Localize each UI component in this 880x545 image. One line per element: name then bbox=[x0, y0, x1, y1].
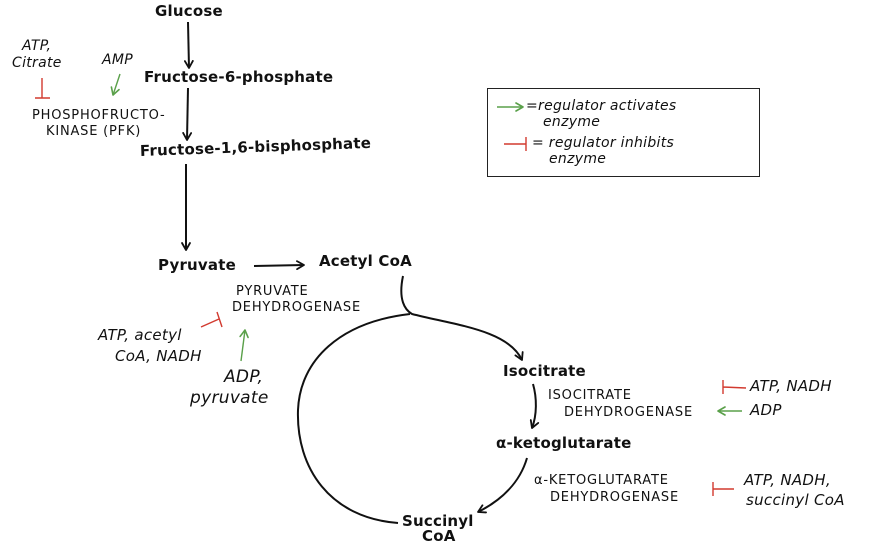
enzyme-pdh: PYRUVATE bbox=[236, 284, 309, 299]
regulator-idh-inhibitor: ATP, NADH bbox=[750, 377, 832, 395]
regulator-pdh-inhibitor-2: CoA, NADH bbox=[115, 347, 202, 365]
enzyme-pdh-2: DEHYDROGENASE bbox=[232, 300, 361, 315]
legend-activates-text-2: enzyme bbox=[543, 114, 601, 130]
regulator-pdh-inhibitor: ATP, acetyl bbox=[98, 326, 182, 344]
legend-inhibits-text: = regulator inhibits bbox=[532, 135, 675, 151]
pdh-activate-arrow bbox=[239, 329, 249, 362]
enzyme-pfk-2: KINASE (PFK) bbox=[46, 124, 142, 139]
pdh-inhibit-line bbox=[200, 311, 223, 328]
idh-inhibit-line bbox=[722, 380, 747, 394]
akgdh-inhibit-line bbox=[712, 482, 734, 496]
molecule-pyruvate: Pyruvate bbox=[158, 256, 236, 274]
arrow-isocitrate-to-akg bbox=[529, 383, 540, 429]
regulator-pdh-activator-2: pyruvate bbox=[190, 388, 269, 408]
molecule-alpha-ketoglutarate: α-ketoglutarate bbox=[496, 434, 632, 452]
legend-box bbox=[487, 88, 760, 177]
regulator-pdh-activator: ADP, bbox=[224, 367, 264, 387]
regulator-pfk-activator: AMP bbox=[102, 52, 133, 68]
arrow-glucose-to-f6p bbox=[183, 21, 194, 69]
pfk-inhibit-line bbox=[35, 78, 50, 99]
cycle-loop-line bbox=[296, 313, 411, 524]
legend-inhibits-text-2: enzyme bbox=[549, 151, 607, 167]
arrow-akg-to-succinylcoa bbox=[477, 457, 528, 514]
enzyme-akgdh: α-KETOGLUTARATE bbox=[534, 473, 669, 488]
enzyme-idh: ISOCITRATE bbox=[548, 388, 632, 403]
legend-inhibit-symbol bbox=[504, 137, 527, 151]
regulator-pfk-inhibitor: ATP, bbox=[22, 38, 52, 54]
molecule-isocitrate: Isocitrate bbox=[503, 362, 586, 380]
pfk-activate-arrow bbox=[110, 73, 121, 96]
regulator-akgdh-inhibitor: ATP, NADH, bbox=[744, 471, 831, 489]
molecule-succinyl-coa-2: CoA bbox=[422, 527, 456, 545]
molecule-succinyl-coa: Succinyl bbox=[402, 512, 474, 530]
arrow-pyruvate-to-acetylcoa bbox=[253, 260, 305, 271]
regulator-pfk-inhibitor-2: Citrate bbox=[12, 55, 62, 71]
arrow-acetylcoa-to-cycle bbox=[400, 275, 524, 361]
molecule-acetyl-coa: Acetyl CoA bbox=[319, 252, 412, 270]
enzyme-pfk: PHOSPHOFRUCTO- bbox=[32, 108, 166, 123]
enzyme-idh-2: DEHYDROGENASE bbox=[564, 405, 693, 420]
regulator-akgdh-inhibitor-2: succinyl CoA bbox=[746, 491, 845, 509]
enzyme-akgdh-2: DEHYDROGENASE bbox=[550, 490, 679, 505]
molecule-fructose-6-phosphate: Fructose-6-phosphate bbox=[144, 68, 334, 86]
legend-activates-text: =regulator activates bbox=[526, 98, 677, 114]
regulator-idh-activator: ADP bbox=[750, 401, 782, 419]
molecule-glucose: Glucose bbox=[155, 2, 223, 20]
arrow-f6p-to-f16bp bbox=[182, 87, 193, 141]
